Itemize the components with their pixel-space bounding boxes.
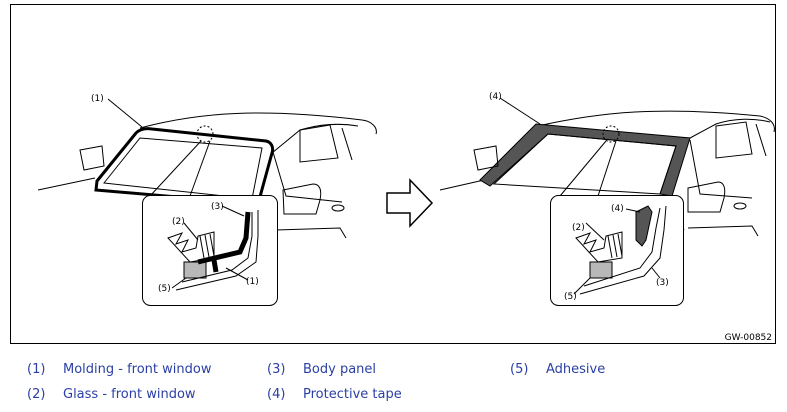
- legend-num: (5): [510, 362, 529, 377]
- legend-label: Adhesive: [546, 362, 606, 377]
- legend-item-body-panel: (3) Body panel: [267, 362, 376, 377]
- detail-after: [550, 195, 684, 306]
- legend-item-protective-tape: (4) Protective tape: [267, 387, 402, 402]
- legend-label: Glass - front window: [63, 387, 196, 402]
- callout-5-after: (5): [564, 292, 577, 302]
- legend-label: Molding - front window: [63, 362, 212, 377]
- callout-2-before: (2): [172, 217, 185, 227]
- legend-label: Protective tape: [303, 387, 402, 402]
- callout-1-before: (1): [91, 94, 104, 104]
- detail-before: [142, 195, 278, 306]
- car-before: [37, 98, 377, 239]
- legend-label: Body panel: [303, 362, 377, 377]
- callout-4-after: (4): [489, 92, 502, 102]
- legend-num: (2): [27, 387, 46, 402]
- car-after: [439, 97, 775, 237]
- arrow-right-icon: [386, 178, 434, 228]
- figure-code: GW-00852: [725, 333, 772, 343]
- callout-4-detail-after: (4): [611, 204, 624, 214]
- callout-3-after: (3): [656, 278, 669, 288]
- legend-item-glass: (2) Glass - front window: [27, 387, 196, 402]
- legend-num: (1): [27, 362, 46, 377]
- callout-2-after: (2): [572, 223, 585, 233]
- callout-5-before: (5): [158, 284, 171, 294]
- legend-item-molding: (1) Molding - front window: [27, 362, 211, 377]
- callout-1-detail-before: (1): [246, 277, 259, 287]
- callout-3-before: (3): [211, 202, 224, 212]
- legend-num: (3): [267, 362, 286, 377]
- legend-item-adhesive: (5) Adhesive: [510, 362, 605, 377]
- legend-num: (4): [267, 387, 286, 402]
